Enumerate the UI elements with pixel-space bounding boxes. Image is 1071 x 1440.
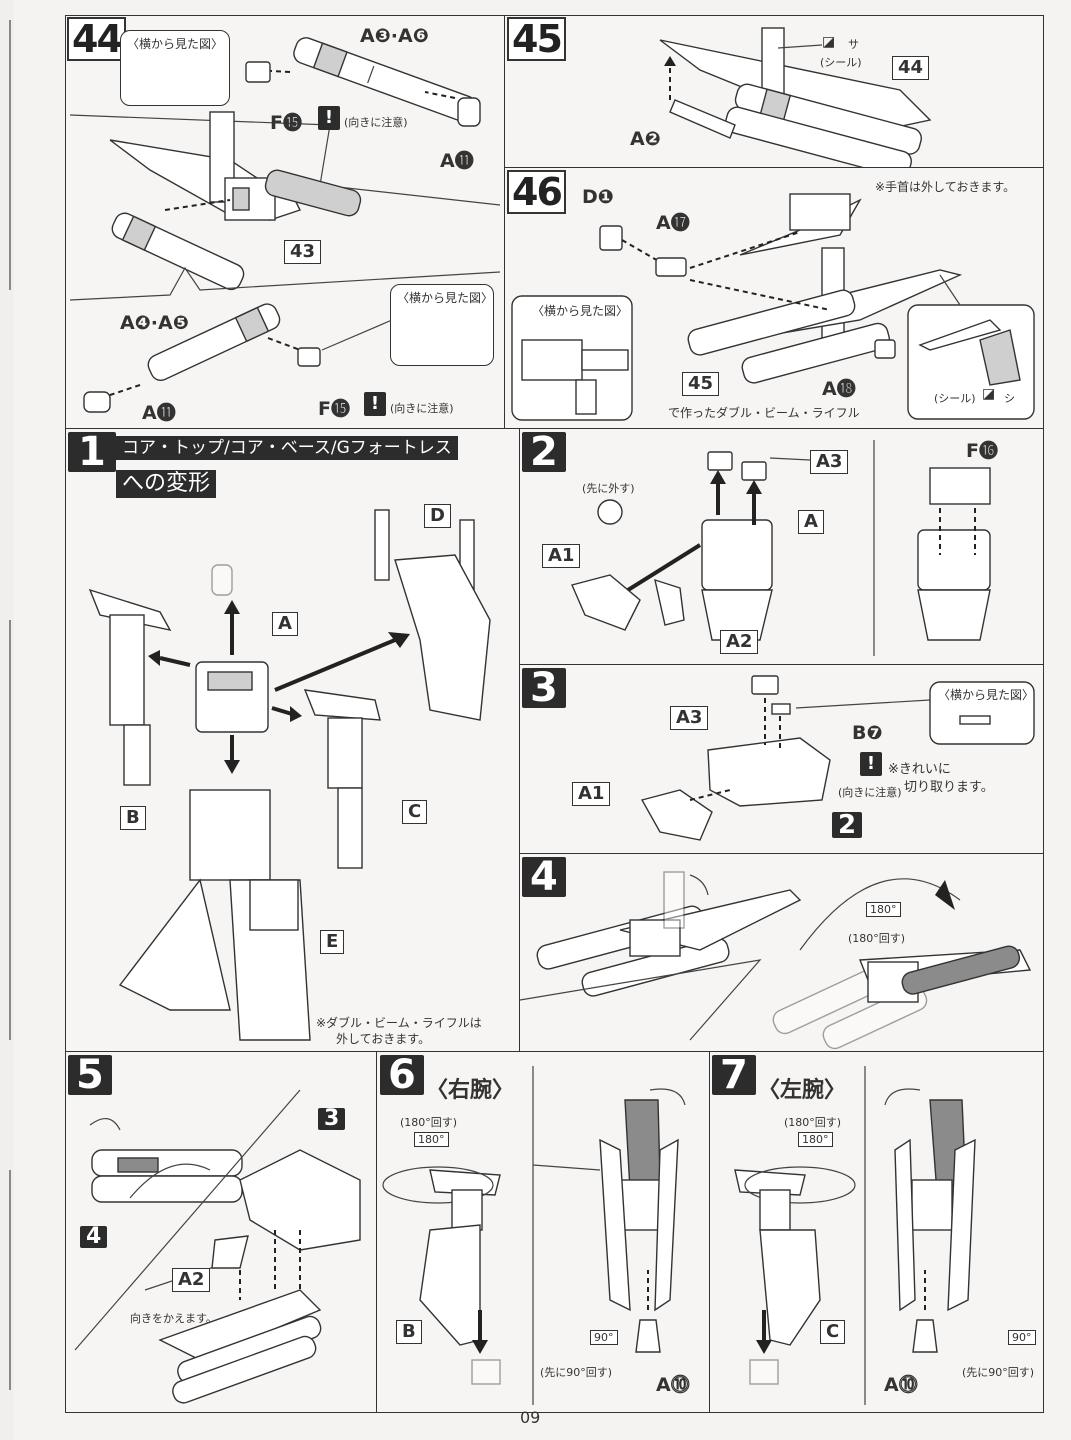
rotate-badge-90-step6: 90° — [590, 1330, 618, 1345]
side-view-title-2: 〈横から見た図〉 — [397, 291, 494, 305]
step-6-title-right-arm: 〈右腕〉 — [426, 1078, 515, 1103]
part-label-a1-step2: A1 — [542, 544, 581, 568]
seal-symbol-46: シ — [1004, 392, 1015, 405]
part-label-a3-a6: A❸·A❻ — [360, 25, 429, 47]
ref-box-45: 45 — [682, 372, 720, 396]
part-label-a2-step5: A2 — [172, 1268, 211, 1292]
warning-note-bottom: (向きに注意) — [390, 402, 454, 415]
warning-icon-step3: ! — [860, 752, 882, 776]
note-remove-hands: ※手首は外しておきます。 — [875, 180, 1016, 194]
step-1-note-line1: ※ダブル・ビーム・ライフルは — [316, 1016, 482, 1030]
part-label-a2-step2: A2 — [720, 630, 759, 654]
rifle-body-44 — [109, 111, 362, 221]
side-view-title: 〈横から見た図〉 — [127, 37, 224, 51]
cut-note-line2: 切り取ります。 — [904, 780, 994, 795]
page-number: 09 — [520, 1408, 541, 1427]
ref-box-43: 43 — [284, 240, 322, 264]
rotate-note-step6: (180°回す) — [400, 1116, 458, 1129]
step-46-number: 46 — [507, 170, 566, 214]
part-label-d1: D❶ — [582, 186, 614, 208]
part-label-a10-step6: A⓾ — [656, 1374, 690, 1396]
part-label-a10-step7: A⓾ — [884, 1374, 918, 1396]
rotate-note-step4: (180°回す) — [848, 932, 906, 945]
step-7-title-left-arm: 〈左腕〉 — [758, 1078, 847, 1103]
ref-box-c: C — [820, 1320, 846, 1344]
part-label-a17: A⓱ — [656, 212, 690, 234]
rotate-90-note-step6: (先に90°回す) — [540, 1366, 613, 1379]
side-view-title-3: 〈横から見た図〉 — [938, 688, 1035, 702]
label-e: E — [320, 930, 345, 954]
step-3-number: 3 — [522, 668, 566, 708]
step-2-number: 2 — [522, 432, 566, 472]
step-1-note-line2: 外しておきます。 — [336, 1032, 431, 1046]
turn-around-note: 向きをかえます。 — [130, 1312, 217, 1325]
warning-note: (向きに注意) — [344, 116, 408, 129]
part-label-f15: F⓯ — [270, 112, 302, 134]
remove-first-note: (先に外す) — [582, 482, 635, 495]
part-label-a11: A⓫ — [440, 150, 474, 172]
label-c: C — [402, 800, 428, 824]
rotate-badge-180-step6: 180° — [414, 1132, 449, 1147]
part-label-f15-bottom: F⓯ — [318, 398, 350, 420]
warning-icon: ! — [318, 106, 340, 130]
seal-icon-45: ◪ — [822, 34, 836, 50]
step-1-title-line2: への変形 — [116, 470, 217, 498]
label-d: D — [424, 504, 451, 528]
part-label-b7: B❼ — [852, 722, 883, 744]
part-label-a3-step3: A3 — [670, 706, 709, 730]
side-view-callout-44-bottom: 〈横から見た図〉 — [390, 284, 494, 366]
step-4-number: 4 — [522, 857, 566, 897]
rotate-badge-90-step7: 90° — [1008, 1330, 1036, 1345]
side-view-title-46: 〈横から見た図〉 — [532, 304, 629, 318]
ref-step-4: 4 — [80, 1226, 108, 1248]
ref-box-b: B — [396, 1320, 422, 1344]
part-label-a4-a5: A❹·A❺ — [120, 312, 189, 334]
side-view-callout-44-top: 〈横から見た図〉 — [120, 30, 230, 106]
ref-step-3: 3 — [318, 1108, 346, 1130]
label-a: A — [272, 612, 298, 636]
part-label-a1-step3: A1 — [572, 782, 611, 806]
part-label-a18: A⓲ — [822, 378, 856, 400]
step-45-number: 45 — [507, 17, 566, 61]
rotate-90-note-step7: (先に90°回す) — [962, 1366, 1035, 1379]
seal-label-45: (シール) — [820, 56, 862, 69]
seal-label-46: (シール) — [934, 392, 976, 405]
warning-icon-bottom: ! — [364, 392, 386, 416]
seal-icon-46: ◪ — [982, 386, 996, 402]
cut-note-line1: ※きれいに — [888, 762, 951, 777]
step-1-title-line1: コア・トップ/コア・ベース/Gフォートレス — [116, 436, 458, 460]
rotate-badge-180-step7: 180° — [798, 1132, 833, 1147]
part-label-a-step2: A — [798, 510, 824, 534]
step-1-number: 1 — [68, 432, 116, 472]
rotate-note-step7: (180°回す) — [784, 1116, 842, 1129]
ref-caption-rifle: で作ったダブル・ビーム・ライフル — [668, 406, 860, 420]
adjacent-page-edge — [0, 0, 14, 1440]
label-b: B — [120, 806, 146, 830]
ref-box-44: 44 — [892, 56, 930, 80]
seal-symbol-45: サ — [848, 38, 859, 51]
step-7-number: 7 — [712, 1055, 756, 1095]
ref-step-2: 2 — [832, 812, 863, 838]
step-6-number: 6 — [380, 1055, 424, 1095]
part-label-a11-bottom: A⓫ — [142, 402, 176, 424]
part-label-f16: F⓰ — [966, 440, 998, 462]
warning-note-step3: (向きに注意) — [838, 786, 902, 799]
rotate-badge-180-step4: 180° — [866, 902, 901, 917]
step-5-number: 5 — [68, 1055, 112, 1095]
part-label-a2-45: A❷ — [630, 128, 661, 150]
part-label-a3-step2: A3 — [810, 450, 849, 474]
